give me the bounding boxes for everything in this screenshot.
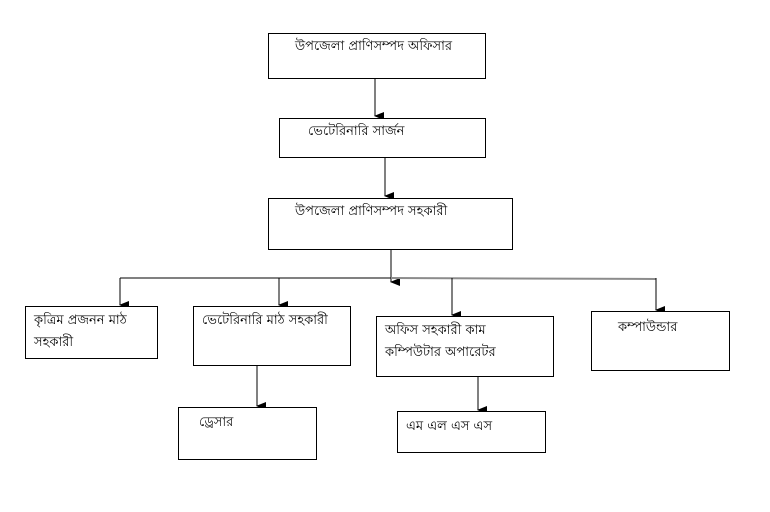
node-dresser: ড্রেসার [178, 407, 317, 460]
node-label: উপজেলা প্রাণিসম্পদ সহকারী [295, 204, 448, 219]
node-label: কৃত্রিম প্রজনন মাঠ সহকারী [34, 313, 127, 350]
node-label: ড্রেসার [199, 415, 234, 430]
branch-line-right [390, 277, 657, 280]
node-label: এম এল এস এস [406, 419, 493, 434]
node-label-line2: কম্পিউটার অপারেটর [385, 345, 496, 360]
node-label-line1: অফিস সহকারী কাম [385, 323, 486, 338]
node-office-assistant: অফিস সহকারী কাম কম্পিউটার অপারেটর [376, 316, 554, 377]
node-vet-field-assistant: ভেটেরিনারি মাঠ সহকারী [193, 306, 351, 366]
node-label: ভেটেরিনারি সার্জন [308, 124, 405, 139]
node-compounder: কম্পাউন্ডার [591, 311, 730, 371]
node-mlss: এম এল এস এস [397, 411, 546, 453]
node-surgeon: ভেটেরিনারি সার্জন [279, 118, 486, 158]
node-label: ভেটেরিনারি মাঠ সহকারী [202, 313, 328, 328]
node-officer: উপজেলা প্রাণিসম্পদ অফিসার [268, 33, 486, 79]
node-assistant: উপজেলা প্রাণিসম্পদ সহকারী [268, 198, 513, 250]
node-label: উপজেলা প্রাণিসম্পদ অফিসার [295, 39, 453, 54]
node-ai-field-assistant: কৃত্রিম প্রজনন মাঠ সহকারী [25, 306, 158, 359]
node-label: কম্পাউন্ডার [618, 320, 678, 335]
